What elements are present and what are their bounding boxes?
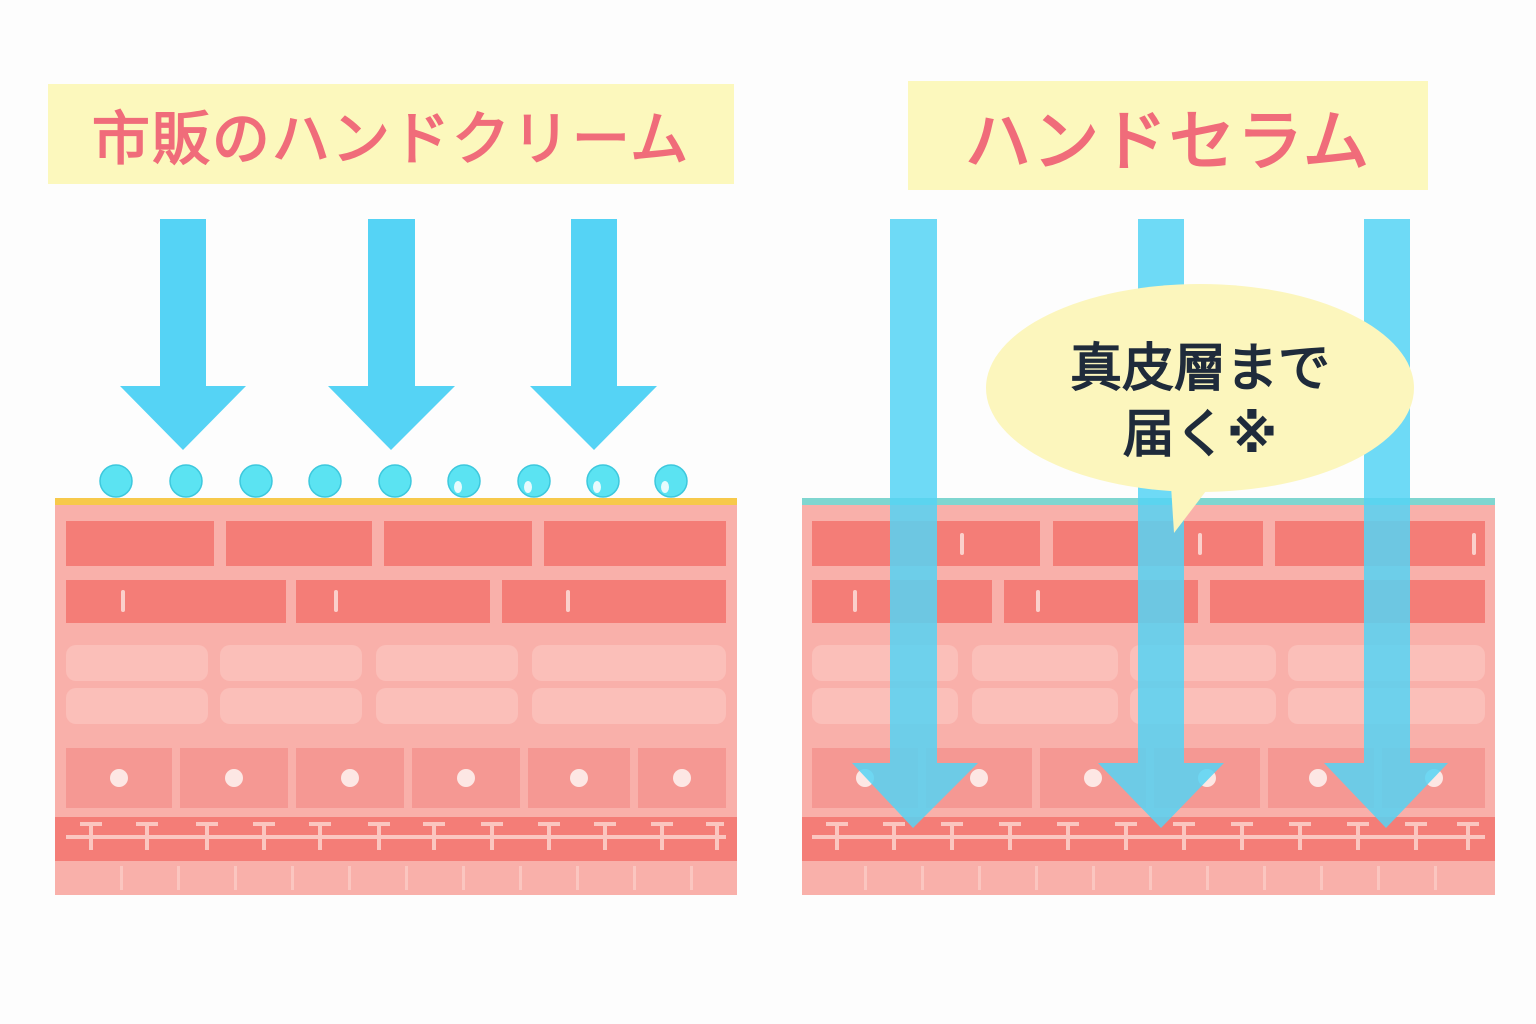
deep-arrow-icon — [852, 219, 978, 828]
left-arrows — [120, 219, 657, 450]
right-title-text: ハンドセラム — [964, 102, 1372, 180]
left-surface-film — [55, 498, 737, 505]
left-spinous-layer — [66, 748, 726, 808]
left-basal-layer — [55, 817, 737, 861]
callout-line-1: 真皮層まで — [1069, 339, 1330, 399]
callout-line-2: 届く※ — [1122, 405, 1278, 465]
down-arrow-icon — [120, 219, 246, 450]
down-arrow-icon — [530, 219, 657, 450]
droplet-icon — [99, 464, 133, 498]
left-title-text: 市販のハンドクリーム — [91, 105, 691, 173]
left-granular-layer — [66, 645, 726, 724]
droplet-icon — [239, 464, 273, 498]
callout-bubble — [986, 284, 1414, 533]
left-stratum-corneum-row2 — [66, 580, 726, 623]
right-panel-title: ハンドセラム — [908, 81, 1428, 190]
left-dermis-layer — [120, 866, 693, 890]
droplet-icon — [517, 464, 551, 498]
droplet-icon — [378, 464, 412, 498]
left-panel-title: 市販のハンドクリーム — [48, 84, 734, 184]
droplet-icon — [308, 464, 342, 498]
right-arrows — [852, 219, 1448, 828]
left-stratum-corneum-row1 — [66, 521, 726, 566]
droplet-icon — [169, 464, 203, 498]
down-arrow-icon — [328, 219, 455, 450]
deep-arrow-icon — [1324, 219, 1448, 828]
droplet-icon — [654, 464, 688, 498]
droplet-icon — [586, 464, 620, 498]
right-basal-layer — [802, 817, 1495, 861]
left-skin-cross-section — [55, 498, 737, 895]
cream-droplets — [99, 464, 688, 498]
droplet-icon — [447, 464, 481, 498]
callout-text: 真皮層まで 届く※ — [1030, 336, 1370, 468]
right-dermis-layer — [864, 866, 1437, 890]
deep-arrow-icon — [1098, 219, 1224, 828]
